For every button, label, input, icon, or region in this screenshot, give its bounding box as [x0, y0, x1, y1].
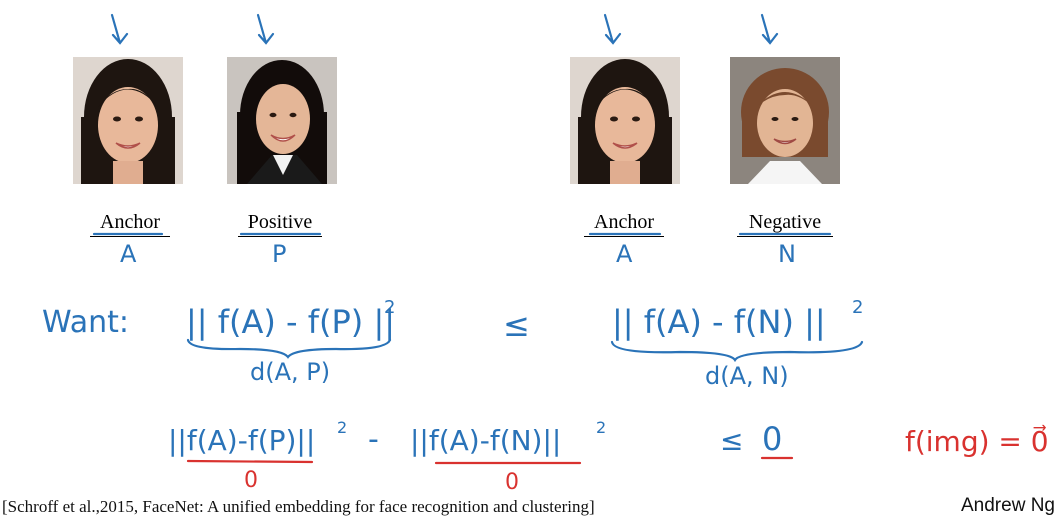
letter-a-1: A — [120, 240, 137, 268]
red-zero-2: 0 — [505, 470, 519, 495]
row2-zero: 0 — [762, 420, 783, 458]
positive-photo — [227, 57, 337, 184]
letter-p: P — [272, 240, 287, 268]
row2-term2: ||f(A)-f(N)|| — [410, 424, 562, 457]
lhs-exponent: 2 — [384, 297, 396, 318]
negative-label: Negative — [737, 211, 833, 237]
anchor-label-2: Anchor — [584, 211, 664, 237]
anchor-photo-2 — [570, 57, 680, 184]
arrow-down-icon — [603, 13, 622, 45]
negative-photo — [730, 57, 840, 184]
arrow-down-icon — [256, 13, 275, 45]
lhs-distance: d(A, P) — [250, 358, 331, 386]
arrow-down-icon — [110, 13, 129, 45]
label-underline — [90, 236, 170, 237]
positive-label: Positive — [238, 211, 322, 237]
red-zero-1: 0 — [244, 468, 258, 493]
brace-rhs — [610, 340, 864, 363]
author-name: Andrew Ng — [961, 495, 1055, 516]
anchor-photo-1 — [73, 57, 183, 184]
row2-exponent2: 2 — [596, 418, 607, 437]
row2-term1: ||f(A)-f(P)|| — [168, 424, 316, 457]
leq-symbol: ≤ — [503, 306, 530, 344]
row2-minus: - — [368, 422, 379, 457]
label-underline — [584, 236, 664, 237]
citation: [Schroff et al.,2015, FaceNet: A unified… — [2, 497, 595, 516]
letter-a-2: A — [616, 240, 633, 268]
want-label: Want: — [42, 305, 130, 340]
rhs-distance: d(A, N) — [705, 362, 789, 390]
row2-leq: ≤ — [720, 424, 744, 457]
letter-n: N — [778, 240, 796, 268]
red-underline-1 — [186, 459, 314, 464]
row2-exponent1: 2 — [337, 418, 348, 437]
arrow-down-icon — [760, 13, 779, 45]
label-underline — [737, 236, 833, 237]
anchor-label-1: Anchor — [90, 211, 170, 237]
rhs-exponent: 2 — [852, 297, 864, 318]
trivial-solution: f(img) = 0⃗ — [905, 425, 1049, 458]
label-underline — [238, 236, 322, 237]
brace-lhs — [186, 338, 392, 359]
rhs-norm: || f(A) - f(N) || — [612, 303, 826, 341]
lhs-norm: || f(A) - f(P) || — [186, 303, 396, 341]
